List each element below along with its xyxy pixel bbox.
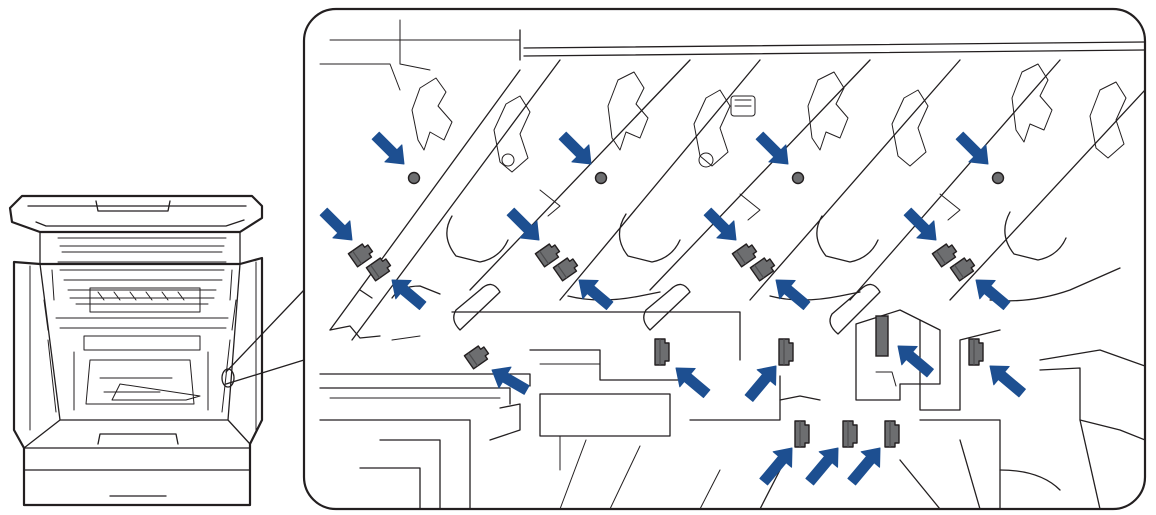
electrode-contact-icon: [968, 338, 984, 366]
blue-arrow-icon: [391, 279, 427, 311]
cleaning-point-marks: [319, 131, 1026, 486]
blue-arrow-icon: [558, 131, 592, 165]
corona-wire-hole-icon: [991, 171, 1005, 185]
zoom-interior: [319, 19, 1145, 509]
blue-arrow-icon: [491, 366, 530, 395]
electrode-contact-icon: [552, 257, 579, 282]
corona-wire-hole-icon: [407, 171, 421, 185]
blue-arrow-icon: [755, 131, 789, 165]
blue-arrow-icon: [897, 345, 934, 378]
electrode-contact-icon: [749, 257, 776, 282]
blue-arrow-icon: [744, 365, 777, 402]
blue-arrow-icon: [989, 365, 1026, 398]
blue-arrow-icon: [319, 207, 353, 241]
blue-arrow-icon: [578, 279, 614, 311]
electrode-contact-icon: [778, 338, 794, 366]
blue-arrow-icon: [759, 447, 793, 486]
electrode-contact-icon: [949, 257, 976, 282]
electrode-contact-icon: [654, 338, 670, 366]
corona-wire-hole-icon: [594, 171, 608, 185]
blue-arrow-icon: [903, 207, 937, 241]
blue-arrow-icon: [975, 279, 1011, 311]
blue-arrow-icon: [955, 131, 989, 165]
blue-arrow-icon: [847, 447, 881, 486]
lower-deck-outline: [319, 283, 1145, 509]
zoom-frame: [302, 7, 1147, 511]
blue-arrow-icon: [703, 207, 737, 241]
printer-open-top-cover-icon: [8, 194, 264, 507]
electrode-contact-icon: [842, 420, 858, 448]
blue-arrow-icon: [675, 367, 711, 399]
electrode-contact-icon: [347, 243, 374, 268]
electrode-contact-icon: [463, 345, 490, 370]
electrode-bar-icon: [875, 315, 889, 357]
electrode-contact-icon: [365, 257, 392, 282]
blue-arrow-icon: [775, 279, 811, 311]
corona-wire-hole-icon: [791, 171, 805, 185]
blue-arrow-icon: [506, 207, 540, 241]
blue-arrow-icon: [371, 131, 405, 165]
electrode-contact-icon: [931, 243, 958, 268]
electrode-contact-icon: [534, 243, 561, 268]
electrode-contact-icon: [884, 420, 900, 448]
zoom-callout-lines: [221, 289, 305, 388]
electrode-contact-icon: [731, 243, 758, 268]
electrode-contact-icon: [794, 420, 810, 448]
blue-arrow-icon: [805, 447, 839, 486]
